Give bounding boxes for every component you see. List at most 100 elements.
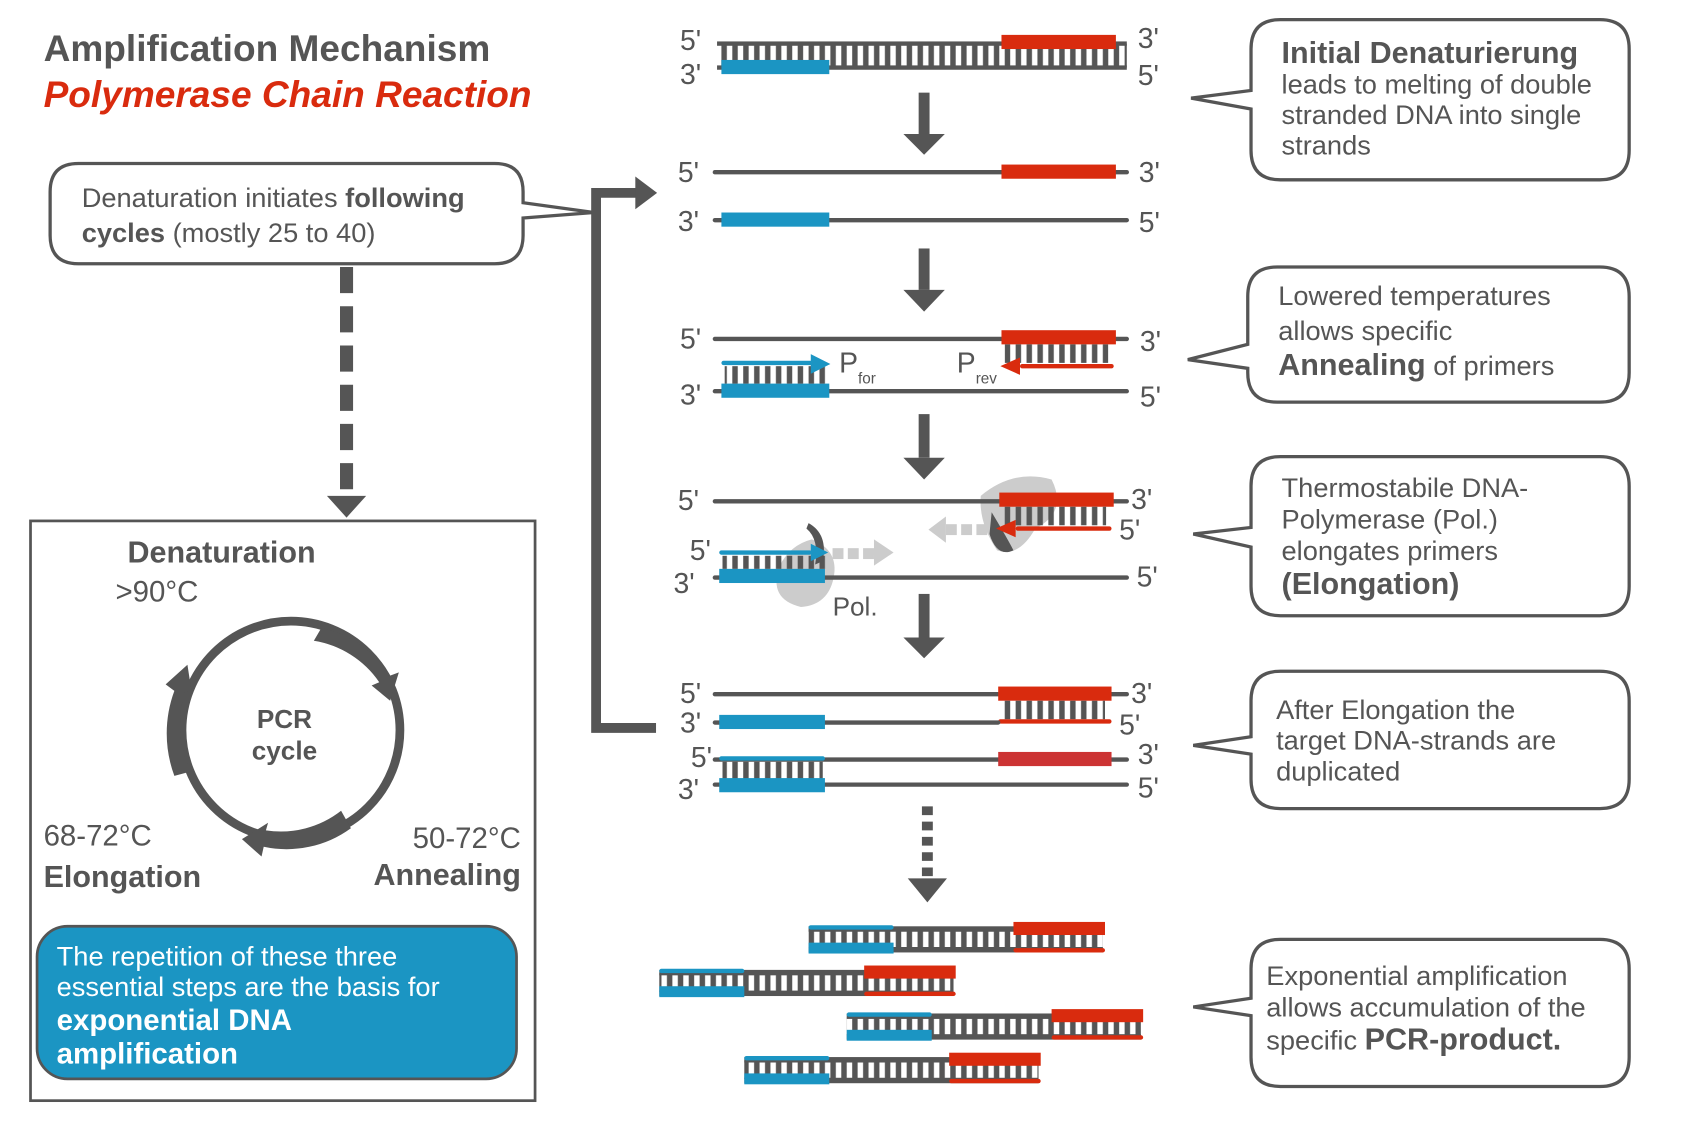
- strand-top: [808, 926, 1103, 932]
- end-label: 3': [673, 568, 694, 600]
- cycle-center-2: cycle: [252, 736, 317, 766]
- reverse-primer: [1013, 948, 1105, 953]
- denaturation-label: Denaturation: [128, 535, 316, 569]
- title-line2: Polymerase Chain Reaction: [44, 73, 532, 115]
- forward-primer-arrow-icon: [810, 543, 829, 562]
- strand-top: [744, 1057, 1039, 1063]
- reverse-template: [949, 1052, 1041, 1066]
- end-label: 5': [1119, 710, 1140, 742]
- callout-line: Annealing of primers: [1278, 348, 1554, 382]
- end-label: 5': [678, 157, 699, 189]
- elongation-label: Elongation: [44, 860, 202, 894]
- end-label: 5': [1137, 561, 1158, 593]
- callout-line: Lowered temperatures: [1278, 280, 1551, 311]
- end-label: 3': [1140, 326, 1161, 358]
- polymerase-label: Pol.: [833, 592, 878, 622]
- summary-bold2: amplification: [57, 1038, 238, 1071]
- reverse-primer: [1051, 1035, 1144, 1040]
- callout-title: Initial Denaturierung: [1282, 36, 1579, 70]
- reverse-template: [864, 965, 956, 979]
- callout-line: stranded DNA into single: [1282, 99, 1582, 130]
- dna-double-strand-initial: 5' 3' 3' 5': [680, 23, 1159, 92]
- callout-line: elongates primers: [1282, 535, 1498, 566]
- title-line1: Amplification Mechanism: [44, 27, 491, 69]
- callout-initial-denaturation: Initial Denaturierung leads to melting o…: [1190, 17, 1631, 182]
- note-bold1: following: [345, 182, 464, 213]
- end-label: 5': [1140, 381, 1161, 413]
- end-label: 3': [680, 707, 701, 739]
- end-label: 5': [680, 678, 701, 710]
- step-arrows: [903, 92, 947, 903]
- down-arrow-icon: [903, 414, 945, 480]
- summary-line2: essential steps are the basis for: [57, 971, 440, 1002]
- svg-text:cycles (mostly 25 to 40): cycles (mostly 25 to 40): [82, 217, 376, 248]
- reverse-template: [1051, 1009, 1144, 1023]
- forward-template: [744, 1073, 830, 1085]
- end-label: 5': [690, 535, 711, 567]
- svg-text:Denaturation initiates followi: Denaturation initiates following: [82, 182, 465, 213]
- callout-line: After Elongation the: [1276, 694, 1515, 725]
- callout-duplicated: After Elongation the target DNA-strands …: [1193, 669, 1631, 811]
- summary-bold1: exponential DNA: [57, 1004, 292, 1037]
- reverse-primer: [949, 1078, 1041, 1084]
- callout-annealing: Lowered temperatures allows specific Ann…: [1187, 265, 1631, 404]
- callout-line: allows accumulation of the: [1266, 992, 1585, 1023]
- end-label: 5': [680, 324, 701, 356]
- note-normal2: (mostly 25 to 40): [165, 217, 375, 248]
- strand-top: [659, 969, 954, 976]
- annealing-label: Annealing: [373, 858, 520, 892]
- end-label: 5': [680, 25, 701, 57]
- end-label: 3': [678, 206, 699, 238]
- dotted-down-arrow-icon: [907, 806, 947, 903]
- strand-bottom: [808, 947, 1103, 953]
- primer-reverse-label: Prev: [957, 348, 997, 388]
- summary-box: The repetition of these three essential …: [35, 924, 518, 1081]
- callout-line: target DNA-strands are: [1276, 725, 1556, 756]
- elongation-direction-left-icon: [928, 516, 988, 543]
- end-label: 3': [680, 379, 701, 411]
- end-label: 3': [1138, 23, 1159, 55]
- pcr-product-duplex: [846, 1009, 1144, 1041]
- callout-amplification: Exponential amplification allows accumul…: [1193, 937, 1631, 1089]
- pcr-cycle-box: Denaturation >90°C PCR cycle 68-72°C Elo…: [29, 519, 537, 1103]
- note-normal1: Denaturation initiates: [82, 182, 345, 213]
- down-arrow-icon: [903, 92, 945, 155]
- elongation-temp: 68-72°C: [44, 820, 152, 853]
- forward-template: [808, 942, 894, 954]
- reverse-template: [1013, 921, 1105, 936]
- end-label: 3': [1131, 678, 1152, 710]
- summary-line1: The repetition of these three: [57, 941, 398, 972]
- pcr-product-duplex: [744, 1052, 1041, 1085]
- dna-annealing: Pfor Prev 5' 3' 3' 5': [680, 324, 1161, 414]
- forward-primer: [846, 1012, 932, 1017]
- dna-single-strands: 5' 3' 3' 5': [678, 157, 1160, 239]
- forward-primer: [659, 968, 745, 974]
- pcr-products: [659, 921, 1144, 1085]
- repeat-loop-arrow-icon: [591, 176, 658, 733]
- down-arrow-icon: [903, 593, 945, 659]
- end-label: 3': [1139, 157, 1160, 189]
- callout-line: (Elongation): [1282, 567, 1460, 601]
- end-label: 5': [1138, 773, 1159, 805]
- dna-elongation: Pol. 5' 3' 5' 5' 3' 5': [673, 476, 1158, 622]
- cycle-center-1: PCR: [257, 704, 312, 734]
- callout-line: leads to melting of double: [1282, 69, 1592, 100]
- annealing-temp: 50-72°C: [413, 822, 521, 855]
- forward-template: [659, 986, 745, 998]
- end-label: 3': [1131, 484, 1152, 516]
- reverse-primer-arrow-icon: [1000, 357, 1020, 375]
- pcr-product-duplex: [659, 965, 956, 998]
- denaturation-temp: >90°C: [116, 576, 199, 609]
- callout-line: allows specific: [1278, 315, 1452, 346]
- dashed-down-arrow-icon: [326, 266, 367, 518]
- callout-line: duplicated: [1276, 755, 1400, 786]
- callout-line: specific PCR-product.: [1266, 1022, 1561, 1056]
- end-label: 3': [678, 774, 699, 806]
- end-label: 5': [691, 742, 712, 774]
- end-label: 5': [1138, 60, 1159, 92]
- callout-elongation: Thermostabile DNA- Polymerase (Pol.) elo…: [1192, 454, 1631, 618]
- callout-line: Exponential amplification: [1266, 960, 1567, 991]
- forward-primer: [744, 1055, 830, 1061]
- strand-bottom: [659, 990, 954, 997]
- reverse-primer: [864, 991, 956, 997]
